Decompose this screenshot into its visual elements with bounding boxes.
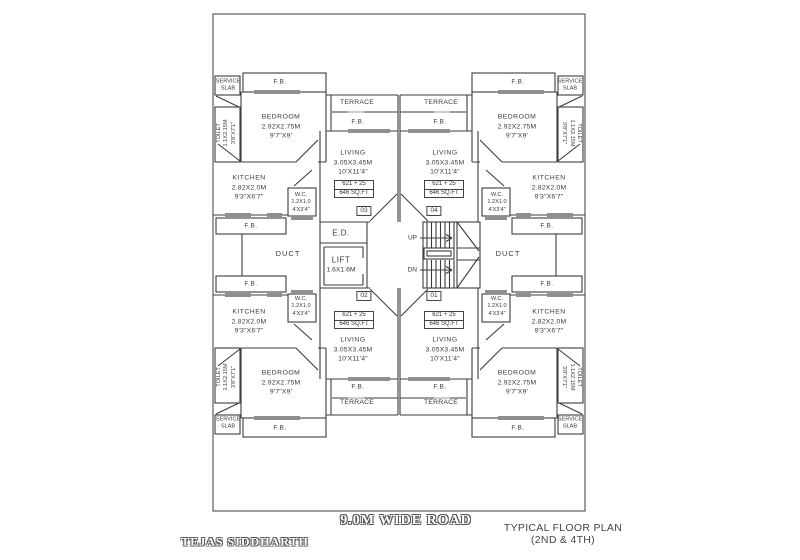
fb-label: F.B. (511, 424, 525, 432)
drawing-title: TYPICAL FLOOR PLAN (2ND & 4TH) (504, 522, 622, 546)
stairs-up-label: UP (407, 234, 417, 242)
fb-label: F.B. (351, 118, 365, 126)
fb-label: F.B. (433, 118, 447, 126)
unit-badge-04: 04 (426, 206, 442, 216)
drawing-title-line2: (2ND & 4TH) (531, 534, 595, 546)
fb-label: F.B. (273, 424, 287, 432)
unit-badge-01: 01 (426, 291, 442, 301)
ed-label: E.D. (332, 228, 350, 238)
terrace-label-tr: TERRACE (424, 99, 458, 107)
road-label: 9.0M WIDE ROAD (340, 513, 472, 529)
drawing-title-line1: TYPICAL FLOOR PLAN (503, 521, 623, 534)
fb-label: F.B. (511, 78, 525, 86)
plot-boundary (212, 13, 586, 512)
duct-label-left: DUCT (275, 248, 301, 258)
fb-label: F.B. (433, 383, 447, 391)
stairs-dn-label: DN (407, 266, 417, 274)
fb-label: F.B. (351, 383, 365, 391)
fb-label: F.B. (540, 222, 554, 230)
duct-label-right: DUCT (495, 248, 521, 258)
terrace-label-tl: TERRACE (340, 99, 374, 107)
terrace-label-br: TERRACE (424, 399, 458, 407)
central-core (319, 221, 481, 289)
terrace-label-bl: TERRACE (340, 399, 374, 407)
fb-label: F.B. (244, 222, 258, 230)
fb-label: F.B. (273, 78, 287, 86)
unit-badge-02: 02 (356, 291, 372, 301)
project-name: TEJAS SIDDHARTH (181, 534, 309, 549)
fb-label: F.B. (540, 280, 554, 288)
fb-label: F.B. (244, 280, 258, 288)
unit-badge-03: 03 (356, 206, 372, 216)
